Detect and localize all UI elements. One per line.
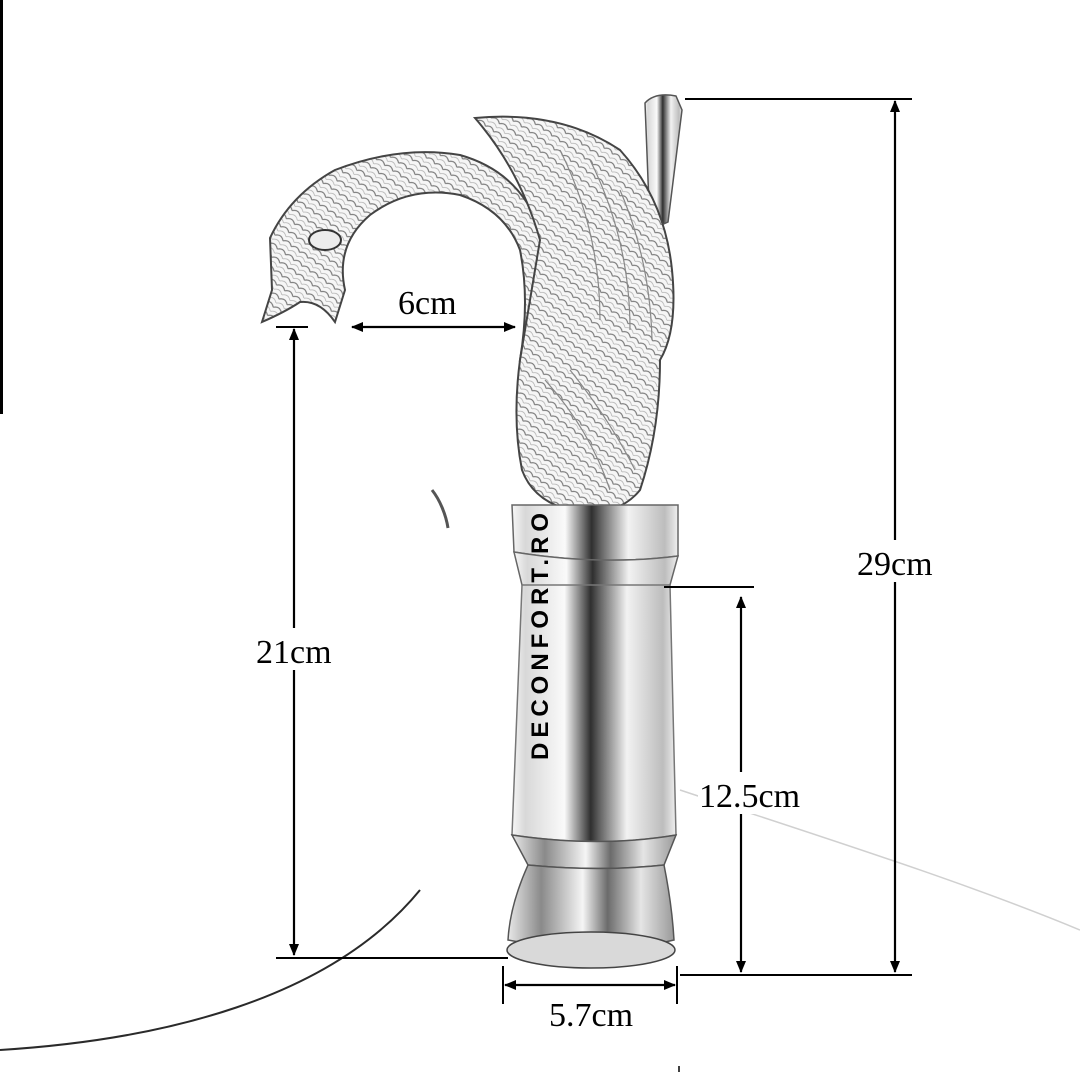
extension-lines [276, 98, 912, 1004]
body-height-label: 12.5cm [699, 778, 800, 815]
swan-neck [260, 151, 550, 362]
dimension-body-height: 12.5cm [698, 596, 814, 973]
dimension-spout-reach: 6cm [351, 285, 516, 332]
wing-feather-lines [544, 149, 653, 491]
swan-faucet-icon [260, 94, 683, 969]
watermark-text: DECONFORT.RO [527, 508, 554, 760]
spout-height-label: 21cm [256, 634, 332, 671]
background-fragment [430, 489, 450, 529]
dimension-spout-height: 21cm [254, 328, 340, 956]
background-curve [0, 889, 421, 1051]
spout-reach-label: 6cm [398, 285, 457, 322]
faucet-base [507, 864, 675, 950]
left-edge-border [0, 0, 3, 414]
dimension-total-height: 29cm [855, 100, 943, 973]
total-height-label: 29cm [857, 546, 933, 583]
swan-wing [472, 115, 675, 514]
swan-head-detail [308, 229, 342, 251]
dimension-base-diameter: 5.7cm [504, 980, 676, 1034]
base-plate [506, 931, 676, 969]
handle-lever [644, 94, 683, 232]
base-diameter-label: 5.7cm [549, 997, 633, 1034]
